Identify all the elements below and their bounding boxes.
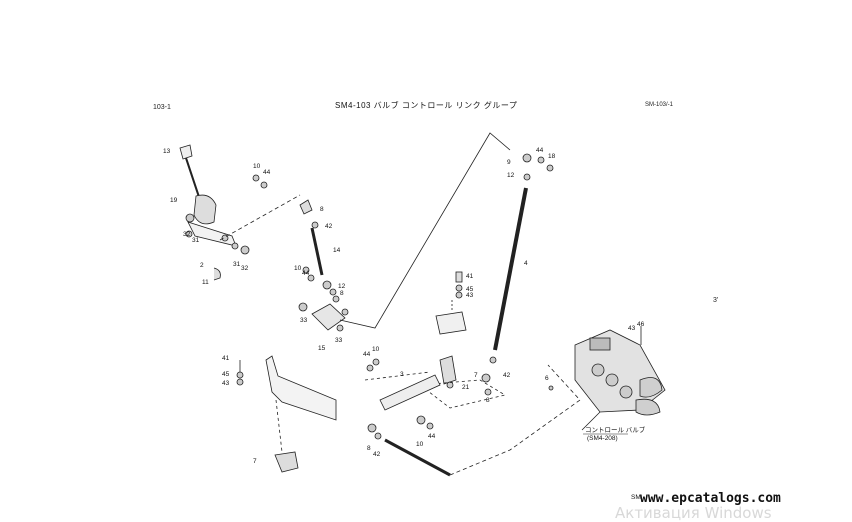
callout: 10 bbox=[372, 346, 380, 353]
small-code: SM bbox=[631, 494, 641, 501]
callout: 21 bbox=[462, 384, 470, 391]
callout: 9 bbox=[507, 159, 511, 166]
callout: 32 bbox=[241, 265, 249, 272]
callout: 46 bbox=[637, 321, 645, 328]
rod-14-part bbox=[299, 199, 340, 303]
callout: 42 bbox=[325, 223, 333, 230]
callout: 8 bbox=[320, 206, 324, 213]
callout: 44 bbox=[536, 147, 544, 154]
callout: 19 bbox=[170, 197, 178, 204]
callout: 7 bbox=[253, 458, 257, 465]
callout: 12 bbox=[338, 283, 346, 290]
callout: 43 bbox=[628, 325, 636, 332]
frame-bracket-part bbox=[236, 355, 337, 473]
callout: 44 bbox=[263, 169, 271, 176]
callout: 15 bbox=[318, 345, 326, 352]
windows-activation-text: Активация Windows bbox=[615, 504, 772, 522]
page-code-left: 103-1 bbox=[153, 104, 171, 111]
callout: 7 bbox=[474, 372, 478, 379]
callout: 44 bbox=[428, 433, 436, 440]
valve-name: コントロール バルブ bbox=[585, 425, 646, 434]
callout: 6 bbox=[545, 375, 549, 382]
corner-mark: 3' bbox=[713, 297, 719, 304]
callout: 10 bbox=[416, 441, 424, 448]
callout: 4 bbox=[524, 260, 528, 267]
bracket-15-part bbox=[298, 302, 349, 332]
callout: 10 bbox=[253, 163, 261, 170]
callout: 32 bbox=[183, 231, 191, 238]
rod-4-part bbox=[489, 153, 554, 364]
control-valve-part bbox=[548, 326, 666, 431]
lever-knob-part bbox=[179, 144, 201, 201]
link-arm-7-part bbox=[418, 355, 507, 409]
callout: 18 bbox=[548, 153, 556, 160]
callout: 44 bbox=[363, 351, 371, 358]
callout: 42 bbox=[373, 451, 381, 458]
callout: 10 bbox=[294, 265, 302, 272]
callout: 44 bbox=[302, 270, 310, 277]
callout: 45 bbox=[466, 286, 474, 293]
page-title: SM4-103 バルブ コントロール リンク グループ bbox=[335, 101, 518, 110]
callout: 31 bbox=[233, 261, 241, 268]
callout: 13 bbox=[163, 148, 171, 155]
callout: 3 bbox=[400, 371, 404, 378]
callout: 2 bbox=[200, 262, 204, 269]
callout: 33 bbox=[335, 337, 343, 344]
callout: 43 bbox=[222, 380, 230, 387]
callout: 8 bbox=[340, 290, 344, 297]
callout: 41 bbox=[222, 355, 230, 362]
shaft-3-part bbox=[364, 358, 441, 430]
rod-bottom-part bbox=[367, 364, 581, 477]
callout: 33 bbox=[300, 317, 308, 324]
callout: 11 bbox=[202, 279, 209, 286]
callout: 45 bbox=[222, 371, 230, 378]
valve-reference: コントロール バルブ (SM4-208) bbox=[583, 425, 646, 442]
valve-ref: (SM4-208) bbox=[587, 435, 618, 442]
lever-bracket-part bbox=[185, 194, 250, 281]
callout: 8 bbox=[367, 445, 371, 452]
callout: 14 bbox=[333, 247, 341, 254]
callout: 31 bbox=[192, 237, 200, 244]
watermark-link[interactable]: www.epcatalogs.com bbox=[640, 491, 781, 506]
callout: 8 bbox=[486, 397, 490, 404]
callout: 43 bbox=[466, 292, 474, 299]
callout-labels: 13 19 32 31 2 11 31 32 10 44 8 42 14 10 … bbox=[163, 147, 645, 465]
mounting-plate-part bbox=[435, 271, 467, 335]
callout: 41 bbox=[466, 273, 474, 280]
callout: 42 bbox=[503, 372, 511, 379]
page-code-right: SM-103/-1 bbox=[645, 102, 674, 108]
callout: 12 bbox=[507, 172, 515, 179]
